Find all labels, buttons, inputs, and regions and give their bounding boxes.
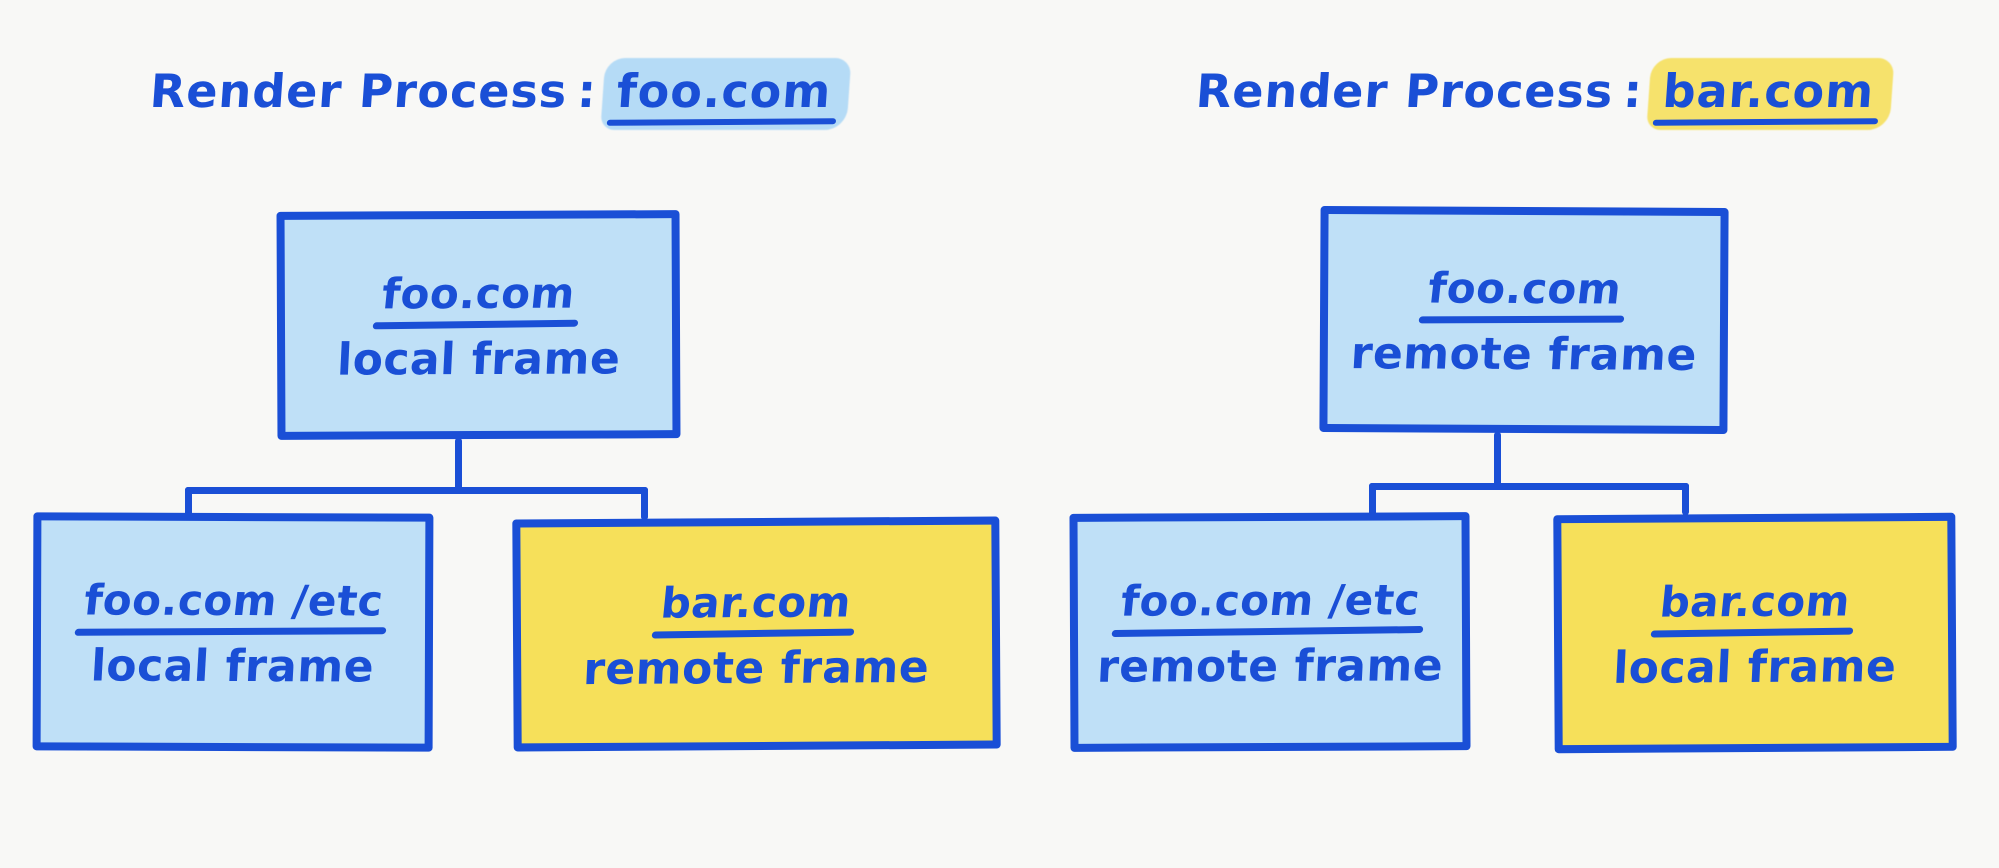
- left-child-2-frame-kind: remote frame: [582, 641, 931, 695]
- right-connector-drop-1: [1369, 483, 1376, 523]
- left-child-2-origin-label: bar.com: [651, 577, 855, 639]
- right-child-2-frame-box[interactable]: bar.com local frame: [1553, 512, 1957, 754]
- right-root-frame-box[interactable]: foo.com remote frame: [1319, 205, 1729, 435]
- left-child-2-frame-box[interactable]: bar.com remote frame: [512, 516, 1001, 752]
- right-child-1-origin-label: foo.com /etc: [1111, 575, 1423, 637]
- left-connector-drop-2: [641, 487, 648, 520]
- underline-stroke: [1650, 627, 1854, 638]
- right-child-1-frame-kind: remote frame: [1095, 639, 1445, 693]
- left-title-process-highlight: foo.com: [605, 62, 844, 126]
- left-title-prefix: Render Process: [148, 64, 570, 118]
- left-connector-stem: [455, 438, 462, 490]
- left-child-1-frame-box[interactable]: foo.com /etc local frame: [32, 512, 434, 752]
- underline-stroke: [1418, 315, 1624, 323]
- left-connector-drop-1: [185, 487, 192, 527]
- underline-stroke: [606, 118, 836, 126]
- left-connector-bar: [185, 487, 648, 494]
- left-group-title: Render Process:foo.com: [148, 62, 844, 126]
- right-root-frame-kind: remote frame: [1349, 327, 1699, 381]
- underline-stroke: [1111, 625, 1423, 637]
- underline-stroke: [372, 319, 579, 329]
- right-child-1-frame-box[interactable]: foo.com /etc remote frame: [1069, 512, 1471, 752]
- right-child-2-origin-label: bar.com: [1650, 576, 1854, 638]
- left-root-frame-kind: local frame: [335, 332, 622, 386]
- right-title-process: bar.com: [1661, 64, 1877, 118]
- underline-stroke: [1652, 118, 1879, 126]
- right-root-origin-label: foo.com: [1418, 263, 1624, 323]
- right-group-title: Render Process:bar.com: [1194, 62, 1887, 126]
- right-title-process-highlight: bar.com: [1651, 62, 1887, 126]
- underline-stroke: [651, 628, 855, 639]
- left-root-frame-box[interactable]: foo.com local frame: [276, 210, 681, 440]
- right-connector-bar: [1369, 483, 1689, 490]
- left-root-origin-label: foo.com: [372, 268, 579, 329]
- left-child-1-origin-label: foo.com /etc: [74, 575, 386, 636]
- right-connector-drop-2: [1682, 483, 1689, 515]
- right-title-prefix: Render Process: [1194, 64, 1616, 118]
- left-title-process: foo.com: [615, 64, 834, 118]
- right-child-2-frame-kind: local frame: [1612, 640, 1899, 694]
- left-child-1-frame-kind: local frame: [89, 640, 376, 692]
- underline-stroke: [74, 626, 386, 636]
- right-connector-stem: [1494, 432, 1501, 486]
